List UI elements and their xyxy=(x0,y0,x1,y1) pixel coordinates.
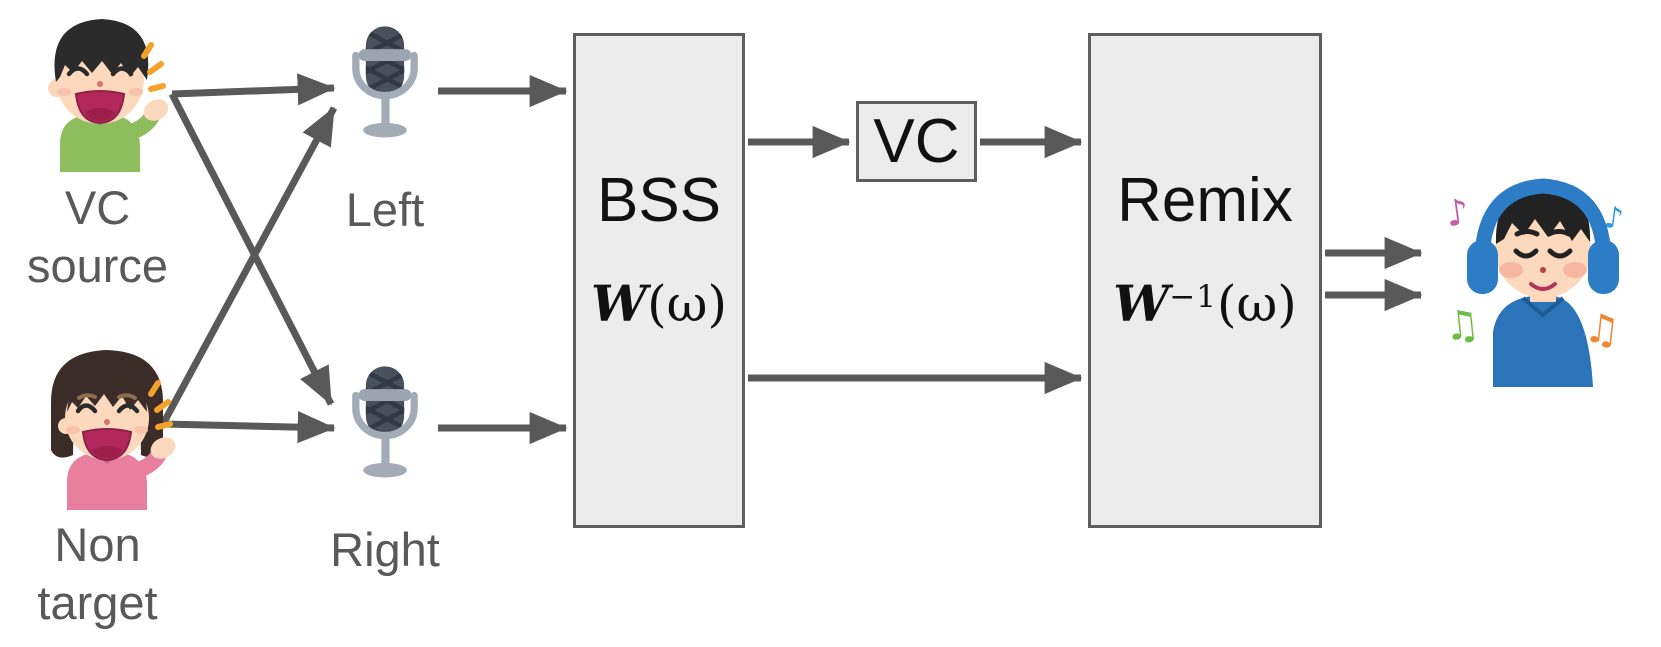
left-microphone-icon xyxy=(352,26,418,138)
music-note-icon: ♪ xyxy=(1443,191,1472,236)
arrow-non-target-to-left-mic xyxy=(159,106,338,426)
arrow-vc-source-to-right-mic xyxy=(168,92,335,406)
bss-formula-w: W xyxy=(591,274,648,333)
non-target-label-line2: target xyxy=(37,576,158,629)
remix-block-formula: W−1(ω) xyxy=(1091,274,1319,334)
left-mic-label-text: Left xyxy=(345,183,425,236)
remix-block-title: Remix xyxy=(1117,166,1293,235)
arrow-non-target-to-right-mic xyxy=(162,411,336,444)
remix-formula-args: (ω) xyxy=(1217,275,1297,333)
music-note-icon: ♫ xyxy=(1441,301,1483,351)
vc-source-label-line2: source xyxy=(26,239,169,292)
vc-block-title: VC xyxy=(873,106,960,176)
vc-source-speaker-illustration xyxy=(48,19,169,172)
vc-block: VC xyxy=(856,101,977,182)
bss-formula-args: (ω) xyxy=(647,275,727,333)
right-mic-label: Right xyxy=(300,521,470,579)
music-note-icon: ♫ xyxy=(1581,305,1623,355)
listener-illustration xyxy=(1467,178,1619,387)
remix-block: Remix W−1(ω) xyxy=(1088,33,1322,528)
left-mic-label: Left xyxy=(300,181,470,239)
right-mic-label-text: Right xyxy=(330,523,440,576)
non-target-label: Non target xyxy=(10,516,185,632)
vc-source-label-line1: VC xyxy=(64,181,131,234)
remix-formula-w: W xyxy=(1113,274,1170,333)
bss-block-title: BSS xyxy=(596,166,722,235)
non-target-label-line1: Non xyxy=(54,518,141,571)
right-microphone-icon xyxy=(352,366,418,478)
bss-block: BSS W(ω) xyxy=(573,33,745,528)
vc-source-label: VC source xyxy=(10,179,185,295)
bss-block-formula: W(ω) xyxy=(576,274,742,334)
remix-formula-sup: −1 xyxy=(1169,279,1218,315)
arrow-vc-source-to-left-mic xyxy=(171,73,336,106)
non-target-speaker-illustration xyxy=(51,350,176,510)
